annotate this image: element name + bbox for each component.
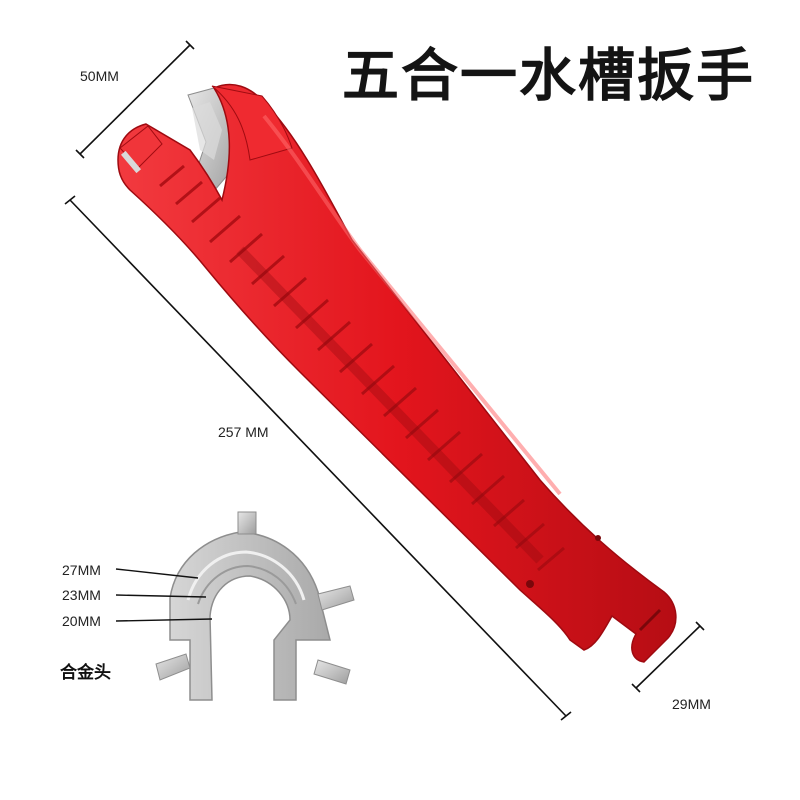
alloy-head-body [169, 531, 331, 701]
length-label: 257 MM [218, 424, 269, 440]
wrench-grip-ribs [159, 164, 565, 572]
tail-width-label: 29MM [672, 696, 711, 712]
length-dimension-line [64, 195, 572, 721]
head-width-label: 50MM [80, 68, 119, 84]
tail-width-dimension-line [631, 621, 705, 693]
alloy-size-23-label: 23MM [62, 587, 101, 603]
product-title: 五合一水槽扳手 [342, 43, 755, 109]
sink-wrench [117, 83, 677, 663]
alloy-size-20-label: 20MM [62, 613, 101, 629]
alloy-head-caption: 合金头 [60, 663, 111, 683]
alloy-head-illustration [155, 511, 355, 701]
head-width-dimension-line [75, 40, 195, 159]
wrench-body [117, 83, 677, 663]
alloy-size-27-label: 27MM [62, 562, 101, 578]
alloy-size-leaders [115, 568, 213, 622]
